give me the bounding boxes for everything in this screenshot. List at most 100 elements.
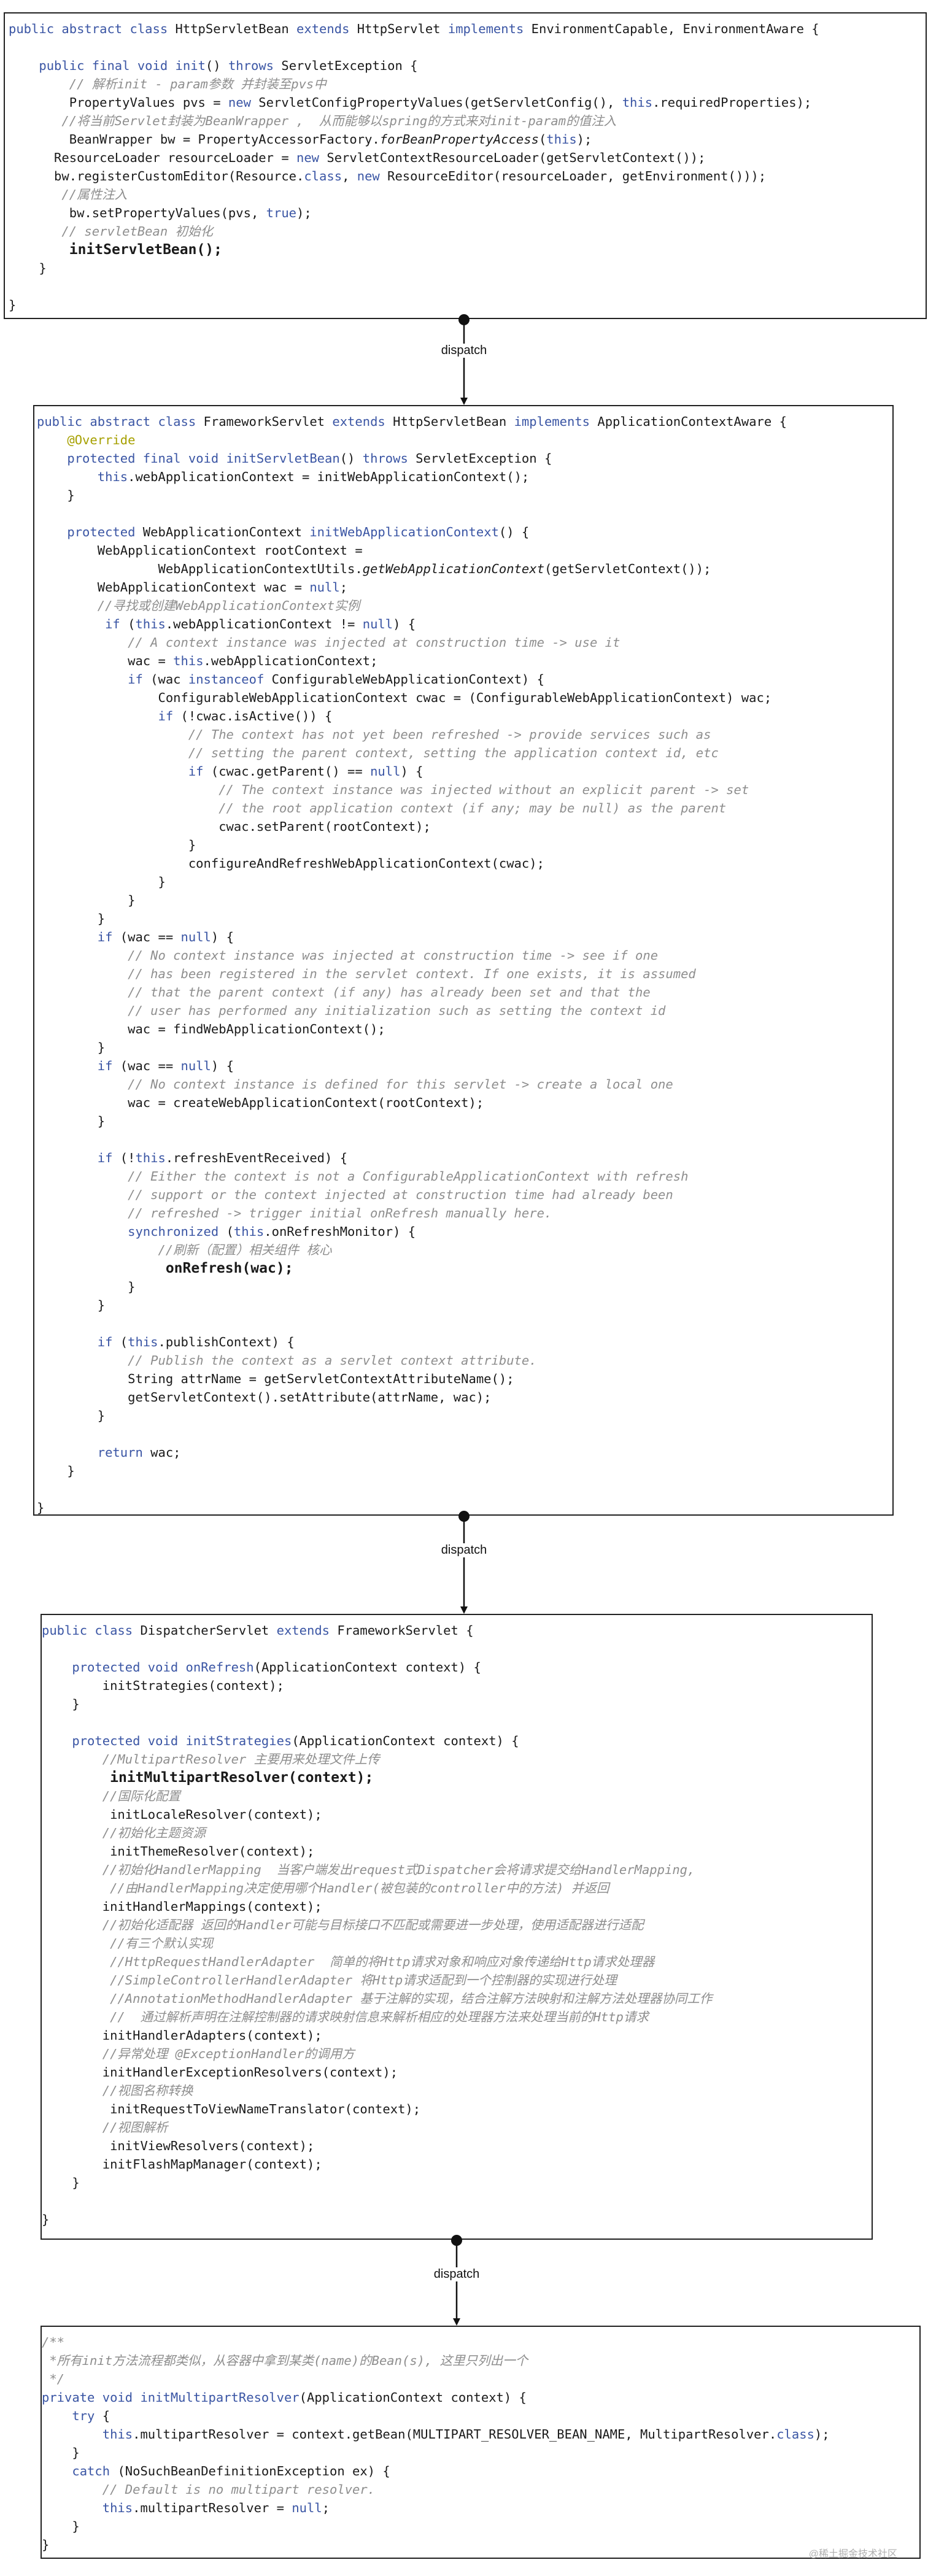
code-token: ConfigurableWebApplicationContext) { [271, 672, 544, 687]
code-token: (NoSuchBeanDefinitionException ex) { [117, 2464, 390, 2478]
code-line: // No context instance is defined for th… [37, 1075, 892, 1093]
code-token: (ApplicationContext context) { [292, 1733, 519, 1748]
code-token: ); [576, 132, 592, 147]
code-line: wac = findWebApplicationContext(); [37, 1020, 892, 1038]
code-line: protected WebApplicationContext initWebA… [37, 523, 892, 541]
code-token: // The context instance was injected wit… [218, 782, 749, 797]
code-line: // 解析init - param参数 并封装至pvs中 [9, 75, 926, 93]
code-token: } [37, 893, 136, 908]
code-token: this [128, 1335, 158, 1349]
code-line: //寻找或创建WebApplicationContext实例 [37, 596, 892, 615]
code-token: //SimpleControllerHandlerAdapter 将Http请求… [110, 1973, 617, 1988]
dispatch-edge-1 [458, 314, 470, 405]
code-token: configureAndRefreshWebApplicationContext… [37, 856, 544, 871]
code-token: ServletConfigPropertyValues(getServletCo… [258, 95, 622, 110]
code-token: // has been registered in the servlet co… [128, 966, 696, 981]
code-token: ( [128, 617, 136, 631]
code-line: // refreshed -> trigger initial onRefres… [37, 1204, 892, 1222]
code-token: FrameworkServlet [203, 414, 333, 429]
code-token: null [362, 617, 393, 631]
code-token: public class [42, 1623, 141, 1638]
code-line: } [9, 259, 926, 277]
code-token: ServletException { [416, 451, 552, 466]
code-token: .onRefreshMonitor) { [264, 1224, 416, 1239]
code-token: new [228, 95, 259, 110]
code-token: this [546, 132, 577, 147]
code-token: //寻找或创建WebApplicationContext实例 [97, 598, 360, 613]
code-token: } [37, 1298, 106, 1313]
code-line: return wac; [37, 1443, 892, 1462]
code-token: } [42, 2537, 50, 2552]
code-token: ); [296, 206, 312, 220]
code-token: getServletContext().setAttribute(attrNam… [37, 1390, 492, 1405]
code-token: true [266, 206, 297, 220]
httpservletbean-code-block: public abstract class HttpServletBean ex… [4, 12, 927, 319]
code-token: WebApplicationContext wac = [37, 580, 310, 595]
code-line: PropertyValues pvs = new ServletConfigPr… [9, 93, 926, 112]
code-token: .multipartResolver = [133, 2501, 292, 2515]
code-line: if (wac == null) { [37, 1057, 892, 1075]
code-line: initStrategies(context); [42, 1676, 872, 1695]
code-token: class [776, 2427, 814, 2442]
code-line: //刷新（配置）相关组件 核心 [37, 1241, 892, 1259]
code-line: } [37, 1498, 892, 1517]
code-line: this.multipartResolver = null; [42, 2499, 919, 2517]
code-line: } [37, 836, 892, 854]
code-token: ServletException { [281, 58, 418, 73]
code-token: WebApplicationContext rootContext = [37, 543, 363, 558]
code-token: } [42, 2175, 80, 2190]
code-token: WebApplicationContext [142, 525, 310, 539]
code-line: } [42, 2536, 919, 2554]
code-token: //视图名称转换 [102, 2083, 193, 2098]
code-token: public final void [39, 58, 176, 73]
code-token: .webApplicationContext = initWebApplicat… [128, 469, 530, 484]
code-line: //由HandlerMapping决定使用哪个Handler(被包装的contr… [42, 1879, 872, 1897]
code-token: (cwac.getParent() == [211, 764, 371, 779]
code-line: bw.registerCustomEditor(Resource.class, … [9, 167, 926, 185]
code-token: // 解析init - param参数 并封装至pvs中 [69, 77, 327, 91]
code-token: ) { [211, 1059, 234, 1073]
code-token: catch [72, 2464, 118, 2478]
code-token: } [37, 1279, 136, 1294]
code-token: } [37, 838, 196, 852]
code-line: // The context has not yet been refreshe… [37, 725, 892, 744]
code-token: ) { [393, 617, 416, 631]
code-line: public class DispatcherServlet extends F… [42, 1621, 872, 1640]
code-token: // the root application context (if any;… [218, 801, 727, 816]
code-token: forBeanPropertyAccess [379, 132, 539, 147]
code-line: if (!cwac.isActive()) { [37, 707, 892, 725]
code-token: new [296, 150, 327, 165]
code-token: //刷新（配置）相关组件 核心 [158, 1243, 332, 1257]
code-token: cwac.setParent(rootContext); [37, 819, 431, 834]
code-line: try { [42, 2407, 919, 2425]
code-token: PropertyValues pvs = [9, 95, 228, 110]
code-token: null [180, 930, 211, 944]
code-line: if (this.webApplicationContext != null) … [37, 615, 892, 633]
code-token: wac = findWebApplicationContext(); [37, 1022, 385, 1036]
code-token: /** [42, 2335, 65, 2350]
code-text: public abstract class FrameworkServlet e… [34, 406, 892, 1517]
code-line: //视图解析 [42, 2118, 872, 2137]
dispatch-edge-3 [451, 2235, 462, 2326]
code-token: extends [276, 1623, 338, 1638]
code-token: wac; [150, 1445, 181, 1460]
code-token: initHandlerMappings(context); [42, 1899, 322, 1914]
code-token: ResourceLoader resourceLoader = [9, 150, 296, 165]
code-line: //HttpRequestHandlerAdapter 简单的将Http请求对象… [42, 1953, 872, 1971]
code-line: wac = createWebApplicationContext(rootCo… [37, 1093, 892, 1112]
code-line: // that the parent context (if any) has … [37, 983, 892, 1001]
code-token: .refreshEventReceived) { [165, 1151, 348, 1165]
code-token: return [97, 1445, 151, 1460]
code-line: //MultipartResolver 主要用来处理文件上传 [42, 1750, 872, 1768]
code-line: // The context instance was injected wit… [37, 781, 892, 799]
code-line: // Default is no multipart resolver. [42, 2480, 919, 2499]
code-line: } [37, 1406, 892, 1425]
code-line: //SimpleControllerHandlerAdapter 将Http请求… [42, 1971, 872, 1989]
code-token: // 通过解析声明在注解控制器的请求映射信息来解析相应的处理器方法来处理当前的H… [110, 2010, 649, 2024]
code-token: bw.setPropertyValues(pvs, [9, 206, 266, 220]
code-token: onRefresh [185, 1660, 254, 1675]
code-line: public final void init() throws ServletE… [9, 56, 926, 75]
code-token: //属性注入 [61, 187, 128, 202]
code-line: //有三个默认实现 [42, 1934, 872, 1953]
code-token: ResourceEditor(resourceLoader, getEnviro… [387, 169, 767, 183]
